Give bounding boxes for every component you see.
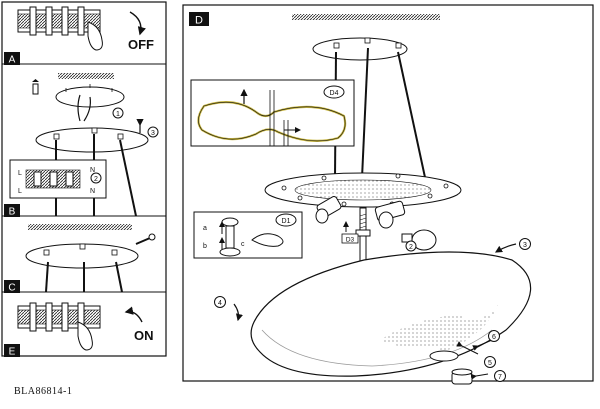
- centre-washer: [429, 350, 459, 362]
- panel-d-label: D: [195, 15, 203, 27]
- step-d2-circle: [405, 240, 417, 252]
- callout-d3: D3: [346, 237, 355, 244]
- step-d7-number: 7: [498, 374, 502, 381]
- step-d2-number: 2: [409, 244, 413, 251]
- step-d4-circle: [214, 296, 226, 308]
- panel-b-label-box: [4, 204, 20, 217]
- panel-d: D D4: [189, 12, 532, 385]
- panel-b-label: B: [9, 207, 16, 218]
- step-b1-number: 1: [116, 111, 120, 118]
- terminal-label-n-bottom: N: [90, 188, 95, 195]
- fixing-screw-icon: [135, 233, 156, 245]
- step-d4-number: 4: [218, 300, 222, 307]
- inset-d1: a b c D1: [193, 211, 303, 259]
- panel-a-label-box: [4, 52, 20, 65]
- terminal-block-icon: [17, 6, 101, 36]
- finial-nut-icon: [451, 368, 473, 385]
- step-d7-circle: [494, 370, 506, 382]
- switch-on-text: ON: [134, 328, 154, 343]
- switch-off-text: OFF: [128, 37, 154, 52]
- inset-d1-part-c: c: [241, 241, 245, 248]
- terminal-label-n-top: N: [90, 167, 95, 174]
- switch-on-arrow-icon: [124, 306, 143, 323]
- ceiling-hatch-c: [28, 224, 132, 230]
- panel-e-label: E: [9, 347, 16, 358]
- step-d5-circle: [484, 356, 496, 368]
- step-b2-circle: [90, 172, 102, 184]
- panel-c-label-box: [4, 280, 20, 293]
- inset-d4: D4: [190, 79, 355, 147]
- step-d3-circle: [519, 238, 531, 250]
- panel-c: C: [2, 224, 166, 294]
- lamp-holder-right-icon: [374, 200, 406, 229]
- terminal-label-l-bottom: L: [18, 188, 22, 195]
- panel-b: B 1 3 L: [2, 73, 166, 218]
- inset-d4-label: D4: [330, 90, 339, 97]
- inset-d1-part-b: b: [203, 243, 207, 250]
- canopy-plate-d: [312, 37, 408, 61]
- step-d6-circle: [488, 330, 500, 342]
- step-b2-number: 2: [94, 176, 98, 183]
- ceiling-hatch-d: [292, 14, 440, 20]
- terminal-block-on-icon: [17, 302, 101, 332]
- hand-icon: [87, 21, 103, 51]
- switch-off-arrow-icon: [129, 11, 146, 36]
- step-b3-circle: [147, 126, 159, 138]
- panel-d-label-box: [189, 12, 209, 26]
- lamp-holder-left-icon: [315, 196, 342, 224]
- wiring-terminal-box: L N L N: [9, 159, 107, 199]
- panel-e: E ON: [4, 302, 154, 358]
- bulb-icon: [401, 229, 437, 251]
- panel-c-label: C: [8, 283, 15, 294]
- screw-icon: [32, 79, 39, 95]
- model-code: BLA86814-1: [14, 386, 73, 397]
- terminal-label-l-top: L: [18, 170, 22, 177]
- step-b1-circle: [112, 107, 124, 119]
- panel-d-frame: [182, 4, 594, 382]
- inset-d1-label: D1: [282, 218, 291, 225]
- step-d6-number: 6: [492, 334, 496, 341]
- step-d3-number: 3: [523, 242, 527, 249]
- hand-on-icon: [77, 321, 93, 351]
- inset-d1-part-a: a: [203, 225, 207, 232]
- step-d5-number: 5: [488, 360, 492, 367]
- panel-a: A OFF: [2, 6, 166, 66]
- panel-a-label: A: [9, 55, 16, 66]
- step-b3-number: 3: [151, 130, 155, 137]
- left-column-frame: [1, 1, 167, 357]
- panel-e-label-box: [4, 344, 20, 357]
- ceiling-hatch: [58, 73, 114, 79]
